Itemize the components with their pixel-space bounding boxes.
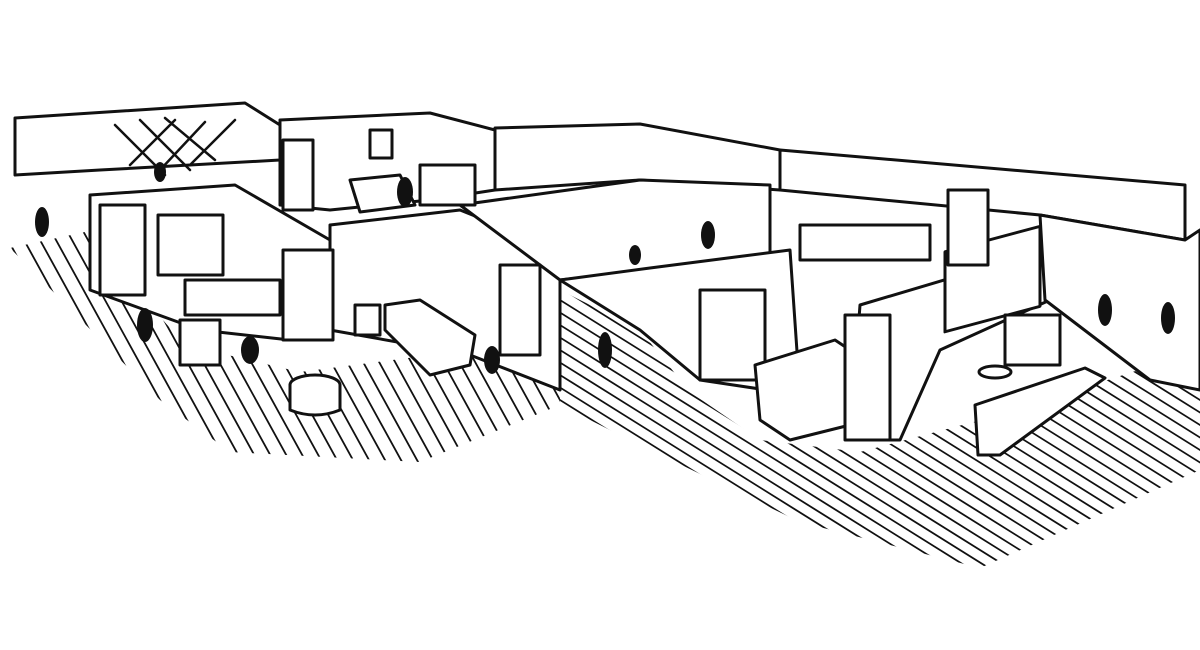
hatch-line <box>10 232 203 462</box>
bookshelf-left <box>98 203 147 297</box>
lattice <box>113 116 237 177</box>
hatch-line <box>10 232 59 462</box>
person-figure <box>484 346 500 374</box>
hatch-line <box>560 290 1121 568</box>
cabinet-right <box>1003 313 1062 367</box>
hatch-line <box>10 232 299 462</box>
counter-back <box>798 223 932 262</box>
person-figure <box>1161 302 1175 334</box>
people <box>35 162 1175 374</box>
cabinet-left <box>156 213 225 277</box>
round-table-base <box>288 383 342 417</box>
hatch-line <box>10 232 11 462</box>
furniture <box>98 128 1107 457</box>
hatch-line <box>10 232 43 462</box>
back-walls <box>13 101 1200 442</box>
person-figure <box>154 162 166 182</box>
block-left <box>178 318 222 367</box>
hatch-line <box>560 290 1101 568</box>
wall-far-left <box>13 101 282 177</box>
bench-right <box>973 366 1107 457</box>
hatch-line <box>10 232 75 462</box>
person-figure <box>137 308 153 342</box>
person-figure <box>241 336 259 364</box>
hatch-line <box>10 232 139 462</box>
hatch-line <box>10 232 187 462</box>
bookshelf-center <box>281 248 335 342</box>
person-figure <box>598 332 612 368</box>
nightstand <box>353 303 382 337</box>
person-figure <box>397 177 413 207</box>
hatch-line <box>10 232 283 462</box>
stool-right <box>977 364 1013 380</box>
hatch-line <box>10 232 347 462</box>
hatch-line <box>10 232 267 462</box>
picture-frame <box>368 128 394 160</box>
bookshelf-back-right <box>946 188 990 267</box>
hatch-line <box>10 232 107 462</box>
person-figure <box>35 207 49 237</box>
person-figure <box>629 245 641 265</box>
hatch-line <box>10 232 27 462</box>
person-figure <box>701 221 715 249</box>
dresser-back <box>418 163 477 207</box>
bookshelf-right <box>843 313 892 442</box>
hatch-line <box>560 290 1081 568</box>
hatch-line <box>560 290 1141 568</box>
counter-left <box>183 278 282 317</box>
wardrobe-center <box>498 263 542 357</box>
bed <box>383 298 477 377</box>
hatch-line <box>10 232 155 462</box>
person-figure <box>1098 294 1112 326</box>
wall-far-right <box>1038 213 1200 392</box>
hatch-line <box>10 232 315 462</box>
hatch-line <box>560 290 1061 568</box>
hatch-line <box>10 232 91 462</box>
bookshelf-back <box>281 138 315 212</box>
